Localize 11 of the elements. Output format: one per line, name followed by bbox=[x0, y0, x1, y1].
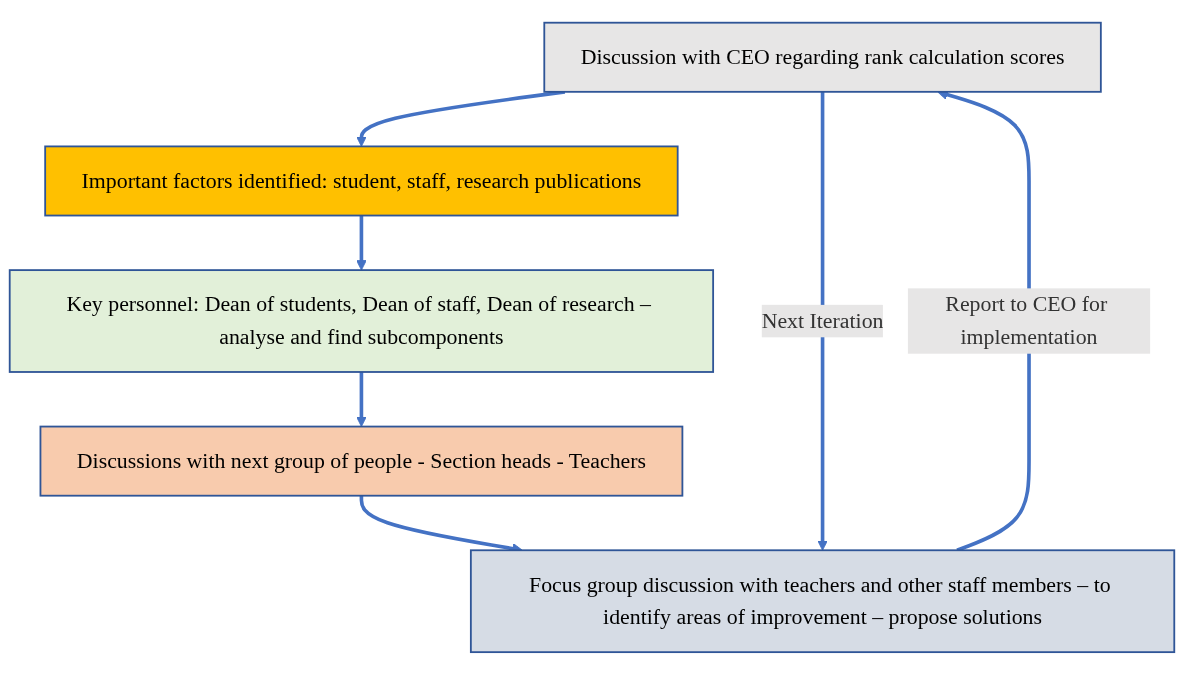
node-box: Discussion with CEO regarding rank calculation scores bbox=[543, 21, 1102, 93]
edge-label: Next Iteration bbox=[761, 308, 884, 333]
arrow bbox=[356, 372, 367, 428]
node-box: Discussions with next group of people - Section heads - Teachers bbox=[39, 425, 684, 497]
arrow bbox=[356, 90, 566, 147]
arrow bbox=[817, 91, 828, 551]
node-box: Important factors identified: student, staff, research publications bbox=[44, 145, 679, 217]
edge-label: Report to CEO for implementation bbox=[945, 292, 1108, 350]
arrow bbox=[356, 215, 367, 271]
node-box: Focus group discussion with teachers and other staff members – to identify areas of improvement – propose solutions bbox=[469, 549, 1176, 654]
node-box: Key personnel: Dean of students, Dean of staff, Dean of research – analyse and find subcomponents bbox=[8, 269, 715, 373]
